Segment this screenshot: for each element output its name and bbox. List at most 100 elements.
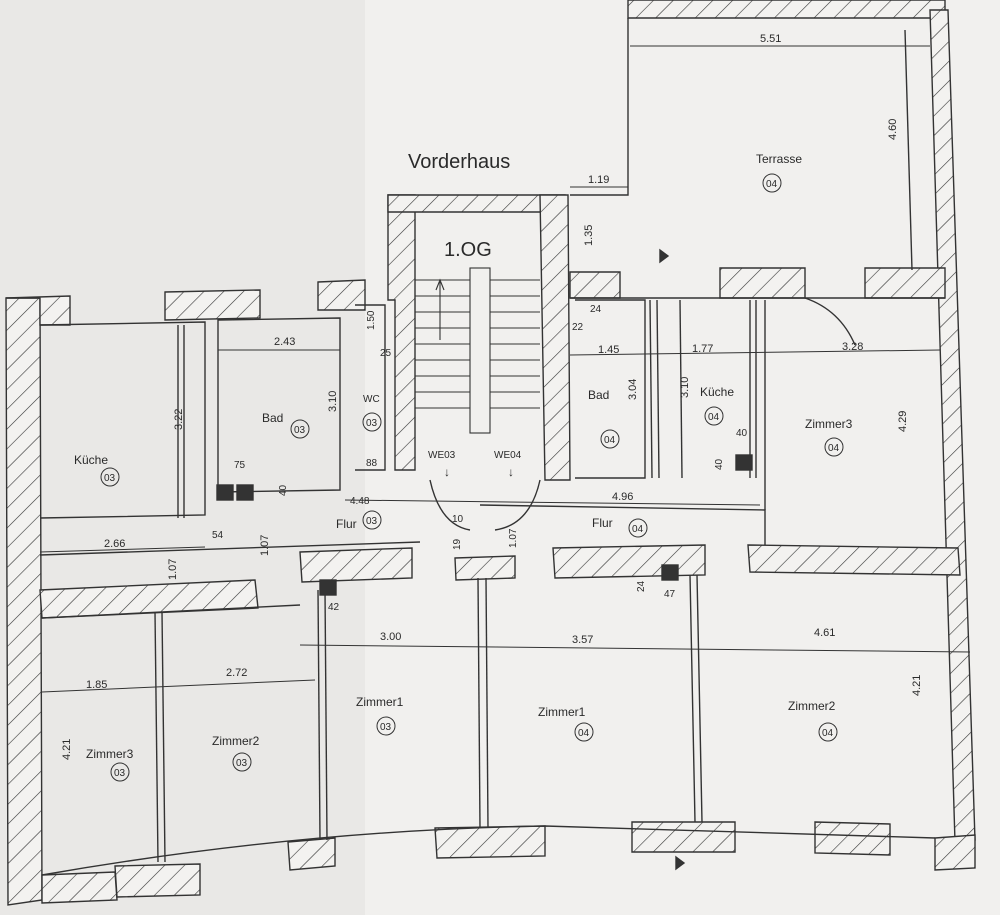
dimension-label: 1.50 [366, 310, 377, 330]
room-name: Zimmer2 [212, 734, 260, 748]
room-unit: 03 [236, 758, 248, 769]
room-name: Zimmer3 [86, 747, 134, 761]
dimension-label: 40 [278, 484, 289, 496]
wall-bottom-pier-4 [631, 821, 736, 853]
room-unit: 03 [294, 425, 306, 436]
dimension-label: 3.10 [327, 391, 339, 412]
floor-label: 1.OG [444, 239, 492, 261]
unit-label-we03: WE03 [428, 450, 456, 461]
room-unit: 04 [822, 728, 834, 739]
room-name: Bad [588, 388, 609, 402]
outline-lower-top [41, 604, 301, 619]
dimension-label: 3.00 [380, 631, 401, 643]
dimension-label: 3.04 [627, 379, 639, 400]
room-unit: 03 [366, 516, 378, 527]
dimension-label: 4.48 [350, 496, 370, 507]
dimension-label: 4.60 [887, 119, 899, 140]
wall-bottom-pier-1 [114, 863, 201, 898]
dimension-label: 1.19 [588, 174, 609, 186]
dimension-label: 3.10 [679, 377, 691, 398]
room-unit: 04 [766, 179, 778, 190]
dimension-label: 47 [664, 589, 676, 600]
dimension-label: 1.07 [508, 528, 519, 548]
wall-corridor-pier-2 [454, 555, 516, 581]
wall-bottom-left [41, 871, 118, 904]
room-unit: 03 [380, 722, 392, 733]
dimension-label: 24 [590, 304, 602, 315]
dimension-label: 3.57 [572, 634, 593, 646]
outline-bad-03 [217, 317, 341, 493]
dimension-label: 3.28 [842, 341, 863, 353]
outline-terrace [570, 18, 629, 196]
room-unit: 03 [104, 473, 116, 484]
room-unit: 04 [578, 728, 590, 739]
door-swing-we04 [494, 479, 541, 531]
wall-stair-right [539, 194, 571, 481]
section-marker-top [659, 248, 670, 264]
dimension-label: 40 [714, 458, 725, 470]
dimension-label: 1.07 [167, 559, 179, 580]
room-name: Flur [336, 517, 357, 531]
dimension-label: 24 [636, 580, 647, 592]
dimension-label: 4.61 [814, 627, 835, 639]
wall-bottom-pier-3 [434, 825, 546, 859]
wall-corridor-pier-4 [747, 544, 961, 576]
arrow-down-icon: ↓ [444, 465, 450, 479]
dimension-label: 5.51 [760, 33, 781, 45]
dimension-label: 22 [572, 322, 584, 333]
dimension-label: 1.77 [692, 343, 713, 355]
door-swing-we03 [429, 479, 471, 531]
wall-stair-top [387, 194, 566, 213]
partitions [154, 29, 913, 863]
room-name: Küche [700, 385, 734, 399]
outline-bad-04 [575, 299, 646, 479]
room-name: Bad [262, 411, 283, 425]
room-unit: 04 [604, 435, 616, 446]
wall-bottom-pier-5 [814, 821, 891, 856]
shafts [216, 454, 753, 596]
wall-bottom-pier-2 [287, 837, 336, 871]
arrow-down-icon: ↓ [508, 465, 514, 479]
dimension-label: 1.85 [86, 679, 107, 691]
wall-we04-top-left [569, 271, 621, 299]
dimension-label: 4.29 [897, 411, 909, 432]
room-name: Küche [74, 453, 108, 467]
room-name: Terrasse [756, 152, 802, 166]
dimension-label: 75 [234, 460, 246, 471]
unit-label-we04: WE04 [494, 450, 522, 461]
wall-corridor-pier-1 [299, 547, 413, 583]
dimension-label: 25 [380, 348, 392, 359]
room-unit: 04 [708, 412, 720, 423]
room-unit: 03 [114, 768, 126, 779]
paper-right-sheet [365, 0, 1000, 915]
outline-upper-row [39, 541, 421, 556]
wall-left-outer [5, 297, 43, 906]
walls [5, 0, 976, 906]
door-swing-terrace [804, 297, 856, 346]
dimension-label: 1.45 [598, 344, 619, 356]
dimension-label: 2.66 [104, 538, 125, 550]
dimension-label: 19 [452, 538, 463, 550]
outline-wc [355, 304, 386, 471]
wall-we04-top-right [864, 267, 946, 299]
outline-rooms-bottom [41, 825, 936, 876]
wall-terrace-top [627, 0, 946, 19]
dimension-label: 1.35 [583, 225, 595, 246]
dimension-label: 2.72 [226, 667, 247, 679]
wall-corridor-left [39, 579, 259, 619]
wall-top-pier-1 [164, 289, 261, 321]
room-name: Zimmer1 [356, 695, 404, 709]
dimension-label: 3.22 [173, 409, 185, 430]
room-name: Zimmer1 [538, 705, 586, 719]
section-marker-bottom [675, 855, 686, 871]
dimension-label: 4.21 [911, 675, 923, 696]
outline-left-top [39, 321, 206, 519]
dimension-lines [39, 45, 971, 693]
room-unit: 03 [366, 418, 378, 429]
dimension-label: 1.07 [259, 535, 271, 556]
dimension-label: 10 [452, 514, 464, 525]
room-name: Zimmer3 [805, 417, 853, 431]
room-labels: Küche 03 Bad 03 WC 03 Flur 03 Zimmer3 03… [74, 152, 853, 779]
wall-we04-top-mid [719, 267, 806, 299]
